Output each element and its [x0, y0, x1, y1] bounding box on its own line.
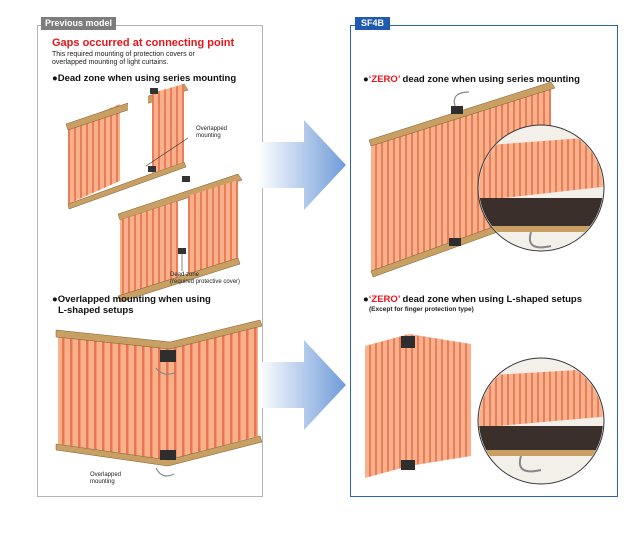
overlap-note-2: mounting: [196, 133, 221, 139]
zero-lshape-title: ●‘ZERO’ dead zone when using L-shaped se…: [363, 294, 583, 305]
lshape-exception-note: (Except for finger protection type): [369, 306, 474, 313]
overlap-note-1: Overlapped: [196, 126, 228, 132]
previous-model-tab: Previous model: [41, 17, 117, 30]
zero-series-title: ●‘ZERO’ dead zone when using series moun…: [363, 74, 580, 85]
gaps-heading: Gaps occurred at connecting point: [52, 37, 235, 49]
series-mounting-illustration: [55, 83, 263, 477]
arrow-right-icon: [258, 120, 346, 210]
series-mounting-title: ●Dead zone when using series mounting: [52, 73, 237, 84]
sf4b-tab: SF4B: [355, 17, 391, 30]
lshape-title: ●Overlapped mounting when using: [52, 294, 211, 305]
sf4b-series-illustration: [365, 81, 605, 485]
lshape-note-2: mounting: [90, 479, 115, 485]
previous-model-panel: Previous model Gaps occurred at connecti…: [37, 17, 263, 497]
gaps-subtext-1: This required mounting of protection cov…: [52, 51, 195, 58]
deadzone-note-1: Dead zone: [170, 272, 200, 278]
gaps-subtext-2: overlapped mounting of light curtains.: [52, 59, 169, 66]
lshape-title-line2: L-shaped setups: [58, 305, 134, 316]
sf4b-panel: SF4B ●‘ZERO’ dead zone when using series…: [350, 17, 618, 497]
lshape-note-1: Overlapped: [90, 472, 122, 478]
deadzone-note-2: (required protective cover): [170, 279, 241, 285]
arrow-right-icon: [258, 340, 346, 430]
